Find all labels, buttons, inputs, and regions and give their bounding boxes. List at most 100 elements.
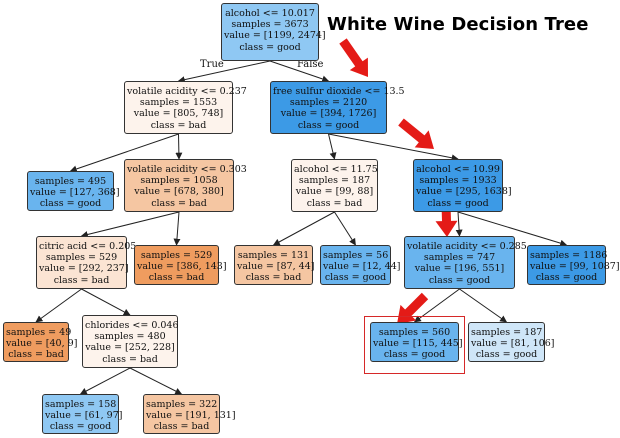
node-line: class = good — [39, 198, 102, 210]
tree-edge — [457, 211, 568, 247]
tree-edge — [80, 211, 180, 238]
node-line: class = good — [428, 274, 491, 286]
tree-edge — [175, 133, 183, 160]
node-line: volatile acidity <= 0.237 — [127, 86, 247, 97]
node-line: value = [1199, 2474] — [224, 30, 326, 42]
node-line: value = [40, 9] — [6, 338, 78, 350]
node-line: class = good — [324, 272, 387, 284]
page-title: White Wine Decision Tree — [327, 14, 589, 35]
tree-edge — [173, 211, 181, 246]
node-line: value = [191, 131] — [146, 410, 236, 422]
node-line: samples = 2120 — [289, 97, 368, 109]
node-line: samples = 131 — [237, 250, 310, 261]
node-line: volatile acidity <= 0.285 — [407, 241, 527, 252]
node-line: value = [87, 44] — [237, 261, 315, 273]
node-line: class = bad — [306, 197, 363, 209]
node-line: class = bad — [53, 274, 110, 286]
node-line: value = [252, 228] — [85, 342, 175, 354]
highlight-box — [364, 316, 465, 374]
node-line: value = [99, 1087] — [530, 261, 620, 273]
node-line: samples = 187 — [471, 327, 543, 338]
node-line: citric acid <= 0.205 — [39, 241, 137, 252]
node-line: alcohol <= 10.99 — [416, 164, 500, 175]
node-line: samples = 49 — [6, 327, 72, 338]
node-line: value = [99, 88] — [295, 186, 374, 198]
node-line: class = bad — [150, 119, 207, 131]
node-line: class = good — [383, 349, 446, 361]
node-line: samples = 1058 — [140, 175, 218, 187]
node-line: value = [196, 551] — [414, 263, 505, 275]
node-line: value = [12, 44] — [323, 261, 401, 273]
tree-edge — [177, 60, 271, 84]
node-line: class = bad — [153, 421, 210, 433]
red-arrow-icon — [398, 118, 434, 149]
node-line: alcohol <= 10.017 — [225, 8, 315, 19]
node-line: class = bad — [102, 353, 158, 365]
edge-label-true: True — [200, 59, 224, 70]
node-line: value = [81, 106] — [471, 338, 555, 350]
node-line: samples = 560 — [378, 327, 451, 338]
node-line: class = good — [475, 349, 538, 361]
node-line: samples = 480 — [94, 331, 166, 343]
edge-label-false: False — [297, 59, 324, 70]
node-line: samples = 529 — [140, 250, 213, 261]
tree-edge — [334, 211, 356, 246]
node-line: alcohol <= 11.75 — [294, 164, 378, 175]
node-line: value = [295, 1638] — [416, 186, 512, 198]
node-line: value = [61, 97] — [45, 410, 123, 422]
tree-edge — [35, 288, 82, 323]
node-line: samples = 747 — [423, 252, 496, 264]
node-line: samples = 1933 — [419, 175, 497, 187]
node-line: class = good — [297, 119, 360, 131]
tree-edge — [129, 367, 183, 395]
node-line: chlorides <= 0.046 — [85, 320, 179, 331]
node-line: value = [805, 748] — [133, 108, 224, 120]
node-line: class = good — [427, 197, 489, 209]
node-line: class = good — [535, 272, 598, 284]
node-line: value = [115, 445] — [373, 338, 463, 350]
node-line: class = bad — [151, 197, 207, 209]
tree-edge — [272, 211, 335, 246]
node-line: class = good — [239, 41, 301, 53]
tree-edge — [69, 133, 179, 173]
tree-edge — [459, 288, 508, 323]
node-line: class = good — [49, 421, 112, 433]
node-line: class = bad — [148, 272, 205, 284]
node-line: samples = 158 — [45, 399, 117, 410]
tree-edge — [328, 133, 337, 160]
node-line: value = [127, 368] — [30, 187, 120, 199]
red-arrow-icon — [435, 203, 458, 237]
tree-edge — [328, 133, 459, 162]
node-line: value = [292, 237] — [39, 263, 129, 275]
node-line: class = bad — [245, 272, 302, 284]
node-line: samples = 187 — [298, 175, 371, 187]
node-line: value = [678, 380] — [134, 186, 224, 198]
tree-edge — [81, 288, 131, 316]
node-line: value = [394, 1726] — [280, 108, 377, 120]
red-arrow-icon — [339, 38, 368, 77]
tree-edge — [455, 211, 463, 237]
tree-edge — [79, 367, 131, 395]
node-line: class = bad — [8, 349, 64, 361]
node-line: volatile acidity <= 0.303 — [127, 164, 247, 175]
node-line: value = [386, 143] — [137, 261, 227, 273]
node-line: samples = 1186 — [530, 250, 608, 261]
